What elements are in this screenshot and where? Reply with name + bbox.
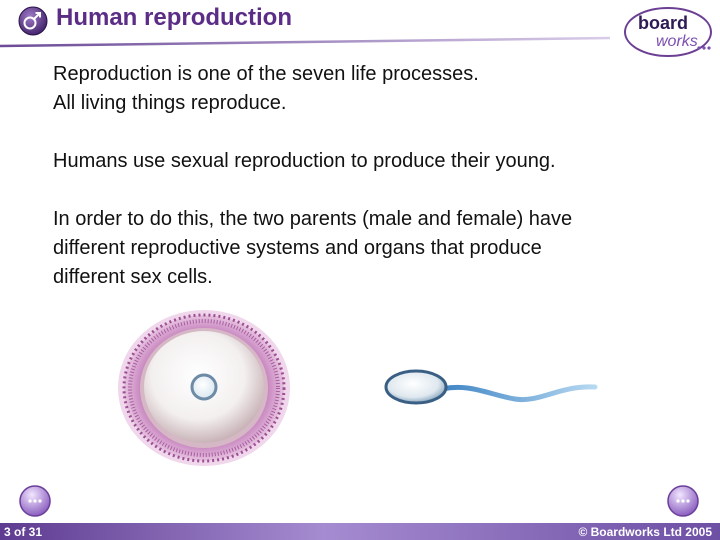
paragraph-line: All living things reproduce. xyxy=(53,92,287,114)
paragraph-line: Reproduction is one of the seven life pr… xyxy=(53,63,479,85)
svg-text:works: works xyxy=(656,33,698,50)
next-slide-icon[interactable] xyxy=(666,484,700,518)
footer-bar xyxy=(0,523,720,540)
sperm-cell-illustration xyxy=(384,369,598,405)
slide-body: Reproduction is one of the seven life pr… xyxy=(53,60,693,292)
paragraph-line: In order to do this, the two parents (ma… xyxy=(53,208,573,230)
previous-slide-icon[interactable] xyxy=(18,484,52,518)
slide-title: Human reproduction xyxy=(56,4,293,31)
gender-symbol-icon xyxy=(18,6,48,36)
copyright-text: © Boardworks Ltd 2005 xyxy=(578,525,712,539)
egg-cell-illustration xyxy=(118,310,290,466)
page-number: 3 of 31 xyxy=(4,525,43,539)
svg-text:board: board xyxy=(638,13,688,33)
boardworks-logo: board works xyxy=(624,7,712,57)
header-divider xyxy=(0,36,610,48)
paragraph-line: different reproductive systems and organ… xyxy=(53,237,542,259)
paragraph-line: different sex cells. xyxy=(53,266,213,288)
paragraph-line: Humans use sexual reproduction to produc… xyxy=(53,150,556,172)
